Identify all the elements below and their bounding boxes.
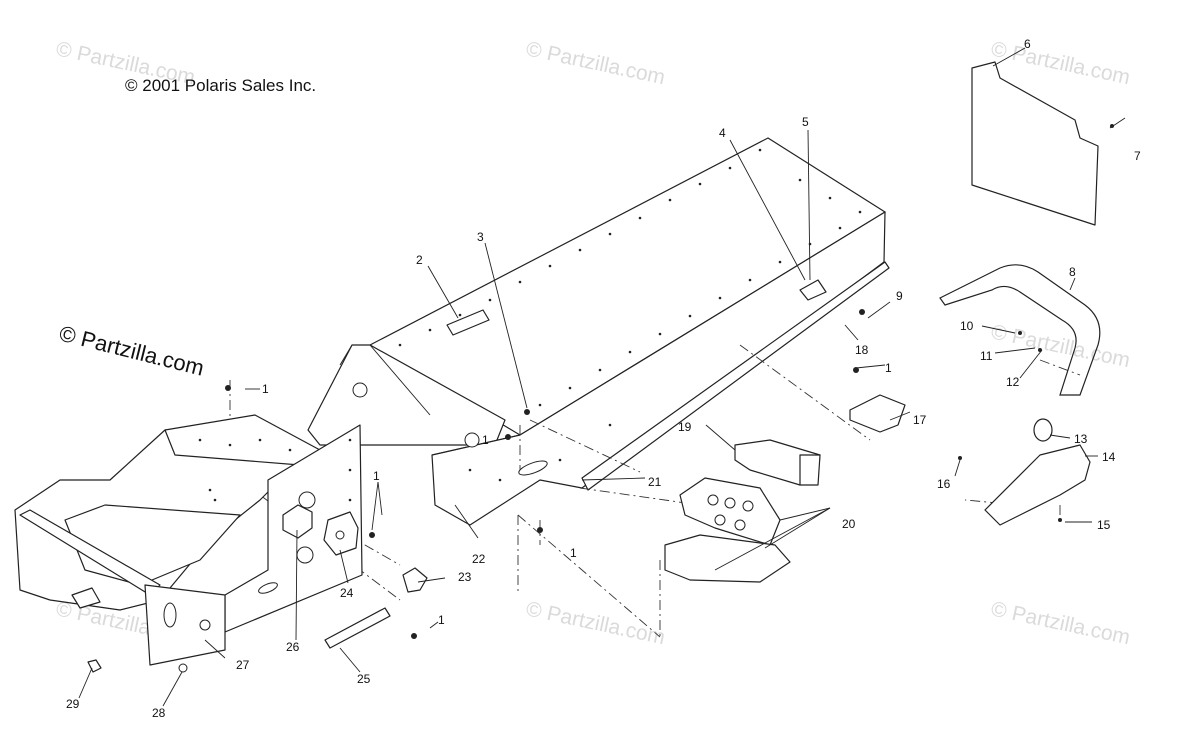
tunnel-assembly (307, 137, 890, 526)
callout-numbers: 1 2 3 4 5 6 7 8 9 10 11 12 13 14 15 16 1… (66, 37, 1141, 720)
callout-23: 23 (458, 570, 472, 584)
callout-1: 1 (373, 469, 380, 483)
watermark: © Partzilla.com (524, 597, 667, 649)
callout-28: 28 (152, 706, 166, 720)
callout-24: 24 (340, 586, 354, 600)
callout-8: 8 (1069, 265, 1076, 279)
callout-11: 11 (980, 349, 993, 363)
callout-6: 6 (1024, 37, 1031, 51)
watermark: © Partzilla.com (524, 37, 667, 89)
rear-parts (664, 61, 1114, 583)
callout-19: 19 (678, 420, 692, 434)
callout-1: 1 (262, 382, 269, 396)
callout-21: 21 (648, 475, 662, 489)
callout-4: 4 (719, 126, 726, 140)
watermark-large: © Partzilla.com (57, 321, 207, 381)
callout-1: 1 (885, 361, 892, 375)
small-parts (87, 309, 865, 673)
callout-16: 16 (937, 477, 951, 491)
callout-29: 29 (66, 697, 80, 711)
callout-26: 26 (286, 640, 300, 654)
callout-25: 25 (357, 672, 371, 686)
callout-1: 1 (438, 613, 445, 627)
callout-1: 1 (570, 546, 577, 560)
callout-13: 13 (1074, 432, 1088, 446)
callout-15: 15 (1097, 518, 1111, 532)
watermark: © Partzilla.com (989, 320, 1132, 372)
callout-17: 17 (913, 413, 927, 427)
rivets (398, 148, 862, 482)
callout-12: 12 (1006, 375, 1020, 389)
callout-2: 2 (416, 253, 423, 267)
callout-27: 27 (236, 658, 250, 672)
callout-3: 3 (477, 230, 484, 244)
callout-1: 1 (482, 433, 489, 447)
callout-10: 10 (960, 319, 974, 333)
callout-7: 7 (1134, 149, 1141, 163)
callout-14: 14 (1102, 450, 1116, 464)
watermark: © Partzilla.com (989, 597, 1132, 649)
copyright-text: © 2001 Polaris Sales Inc. (125, 76, 316, 95)
callout-18: 18 (855, 343, 869, 357)
callout-22: 22 (472, 552, 486, 566)
callout-20: 20 (842, 517, 856, 531)
watermark: © Partzilla.com (989, 37, 1132, 89)
leader-lines (78, 47, 1126, 707)
front-bulkhead (14, 414, 363, 666)
callout-9: 9 (896, 289, 903, 303)
callout-5: 5 (802, 115, 809, 129)
